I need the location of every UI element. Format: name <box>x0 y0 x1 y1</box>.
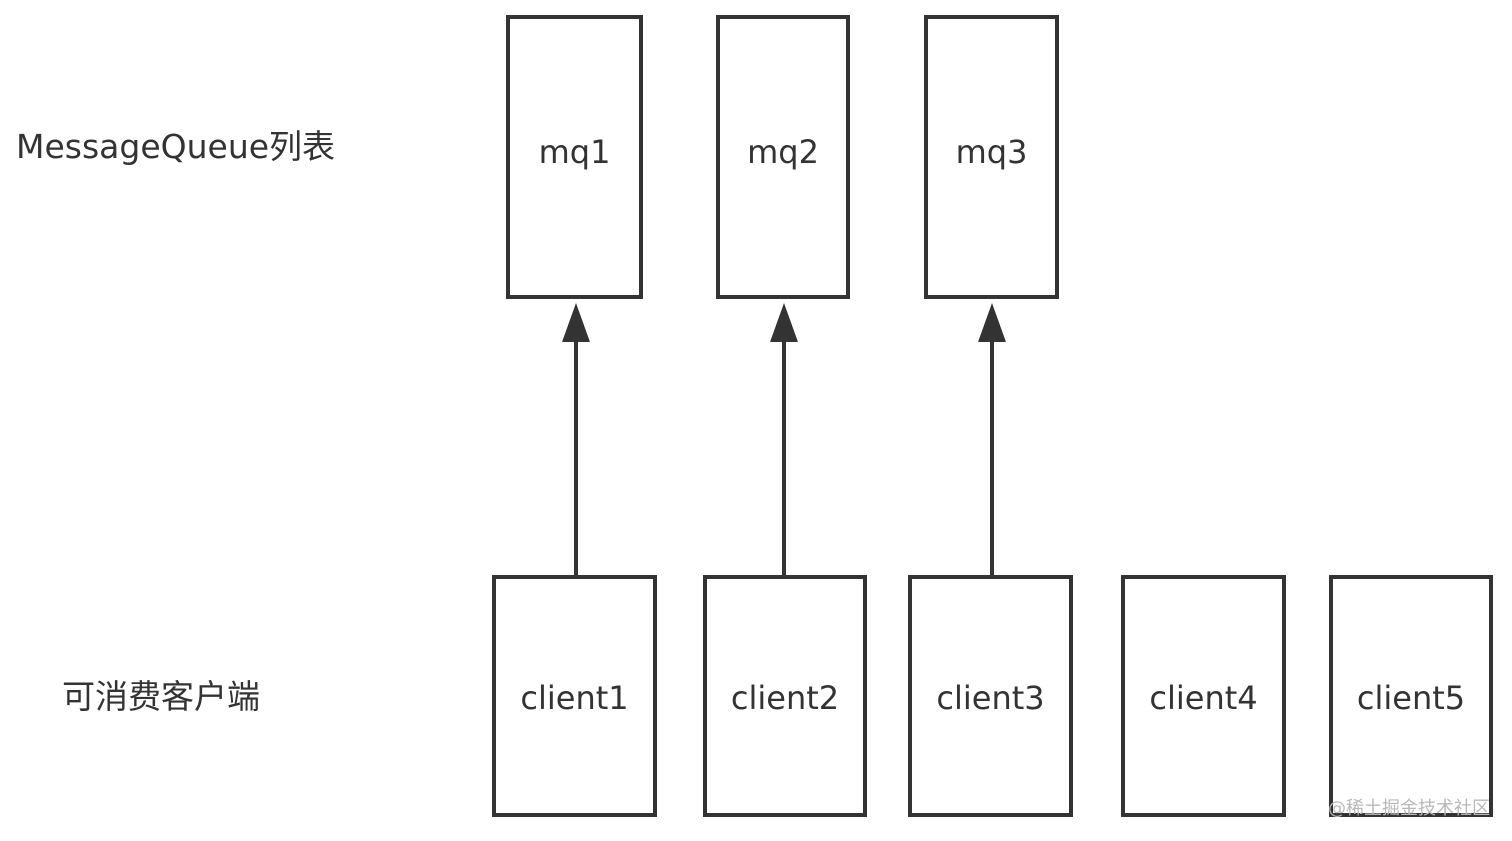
client-box-5: client5 <box>1329 575 1493 817</box>
mq-box-3: mq3 <box>924 15 1059 299</box>
watermark-text: @稀土掘金技术社区 <box>1328 798 1490 819</box>
message-queue-list-label: MessageQueue列表 <box>16 127 336 166</box>
client-label: client5 <box>1356 679 1466 717</box>
arrow-client3-to-mq3 <box>978 303 1006 575</box>
consumable-clients-label: 可消费客户端 <box>62 677 260 716</box>
mq-box-1: mq1 <box>506 15 643 299</box>
client-box-2: client2 <box>703 575 867 817</box>
client-label: client4 <box>1149 679 1258 717</box>
mq-label: mq1 <box>538 133 611 171</box>
arrow-client1-to-mq1 <box>562 303 590 575</box>
mq-label: mq3 <box>955 133 1028 171</box>
client-label: client1 <box>520 679 629 717</box>
mq-box-2: mq2 <box>716 15 850 299</box>
client-label: client3 <box>936 679 1045 717</box>
client-label: client2 <box>730 679 840 717</box>
mq-label: mq2 <box>747 133 819 171</box>
client-box-1: client1 <box>492 575 657 817</box>
client-box-3: client3 <box>908 575 1073 817</box>
client-box-4: client4 <box>1121 575 1286 817</box>
arrow-client2-to-mq2 <box>770 303 798 575</box>
